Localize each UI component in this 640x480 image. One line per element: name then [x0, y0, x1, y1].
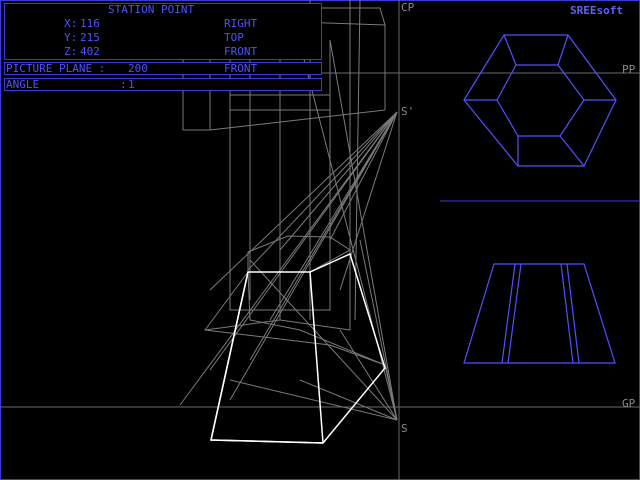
picture-plane-panel: [4, 62, 322, 75]
top-view: [463, 34, 617, 167]
picture-plane-view[interactable]: FRONT: [224, 62, 258, 75]
view-front-label[interactable]: FRONT: [224, 45, 258, 58]
y-value[interactable]: 215: [80, 31, 100, 44]
y-label: Y:: [64, 31, 78, 44]
object-outline: [210, 252, 386, 444]
s-label: S: [401, 422, 408, 435]
z-label: Z:: [64, 45, 78, 58]
gp-label: GP: [622, 397, 636, 410]
pp-label: PP: [622, 63, 636, 76]
view-top-label[interactable]: TOP: [224, 31, 244, 44]
angle-panel: [4, 78, 322, 91]
z-value[interactable]: 402: [80, 45, 100, 58]
s-prime-label: S': [401, 105, 415, 118]
angle-separator: :: [120, 78, 127, 91]
angle-label: ANGLE: [6, 78, 40, 91]
front-view: [463, 263, 616, 364]
brand-logo: SREEsoft: [570, 4, 623, 17]
picture-plane-value[interactable]: 200: [128, 62, 148, 75]
station-point-panel: [4, 3, 322, 60]
angle-value[interactable]: 1: [128, 78, 135, 91]
station-point-title: STATION POINT: [108, 3, 195, 16]
cp-label: CP: [401, 1, 415, 14]
x-label: X:: [64, 17, 78, 30]
picture-plane-label: PICTURE PLANE :: [6, 62, 106, 75]
x-value[interactable]: 116: [80, 17, 100, 30]
view-right-label[interactable]: RIGHT: [224, 17, 258, 30]
